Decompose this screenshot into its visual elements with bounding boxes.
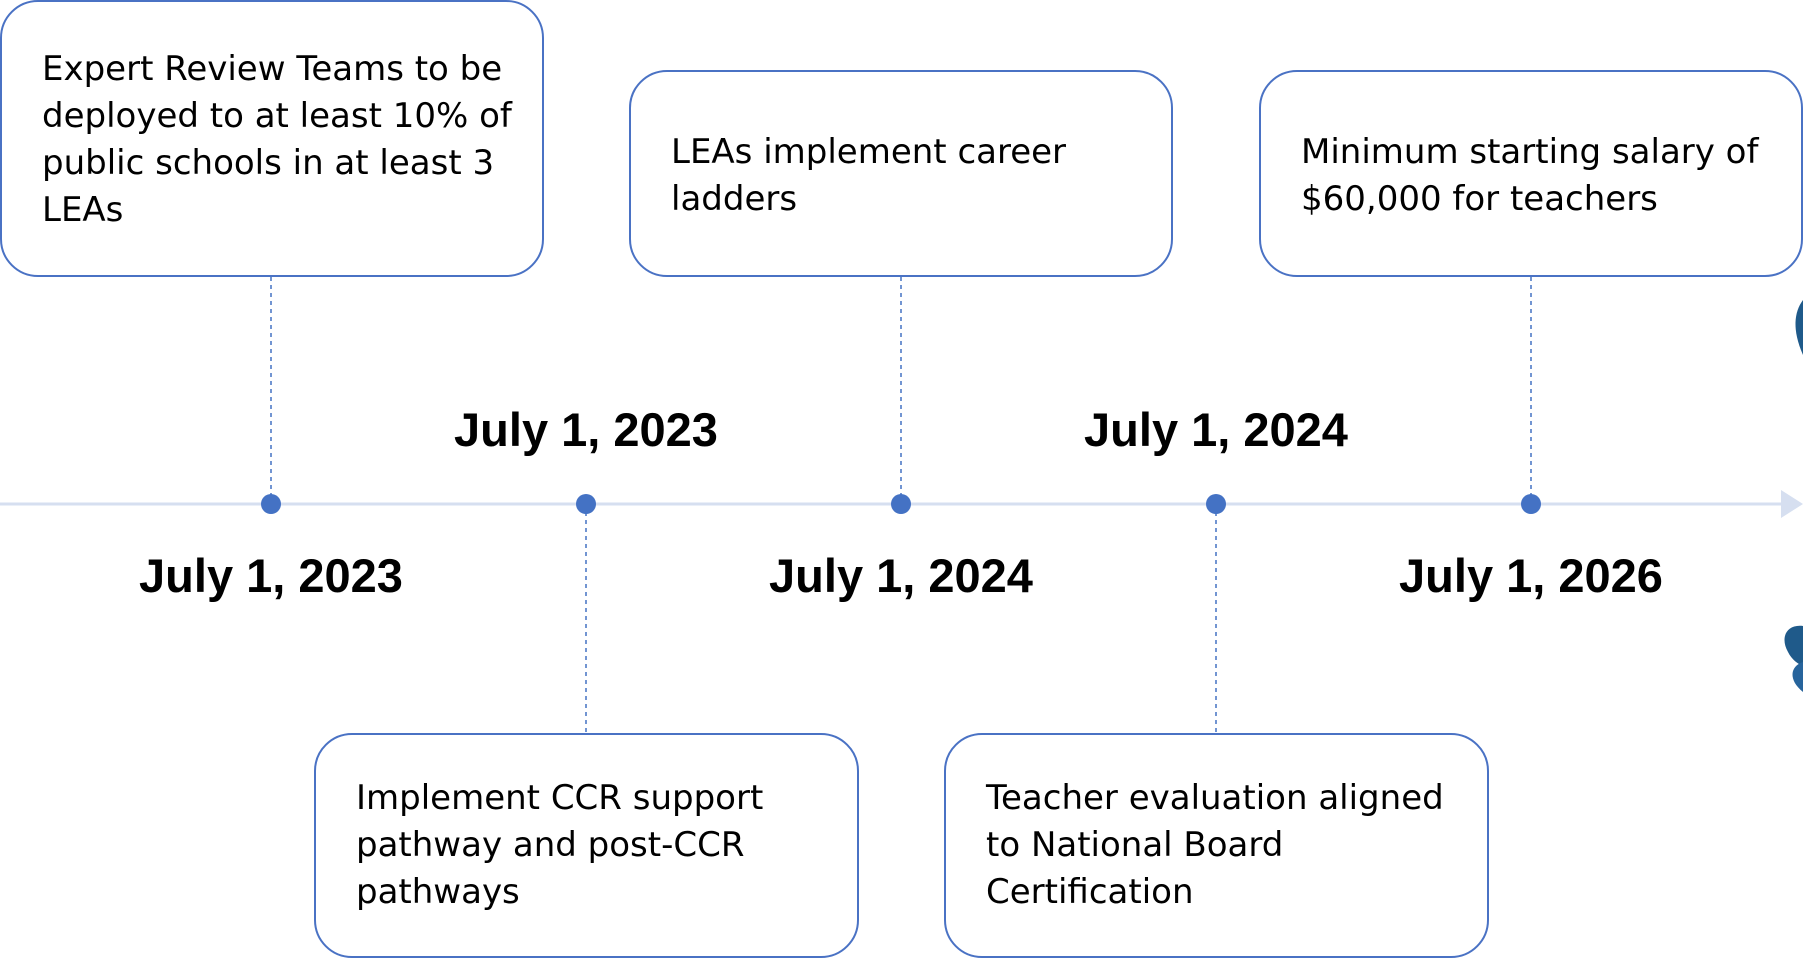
leaf-decoration-top	[1795, 300, 1803, 355]
milestone-marker-4	[1206, 494, 1226, 514]
milestone-marker-5	[1521, 494, 1541, 514]
milestone-date-2: July 1, 2023	[454, 403, 718, 456]
milestone-card-3: LEAs implement career ladders	[629, 70, 1173, 277]
milestone-date-4: July 1, 2024	[1084, 403, 1348, 456]
milestone-date-5: July 1, 2026	[1399, 549, 1663, 602]
leaf-decoration-bottom	[1784, 625, 1803, 692]
milestone-card-2: Implement CCR support pathway and post-C…	[314, 733, 859, 958]
milestone-card-1: Expert Review Teams to be deployed to at…	[0, 0, 544, 277]
milestone-card-4: Teacher evaluation aligned to National B…	[944, 733, 1489, 958]
milestone-marker-2	[576, 494, 596, 514]
timeline-arrowhead	[1781, 490, 1803, 518]
milestone-date-3: July 1, 2024	[769, 549, 1033, 602]
milestone-card-5: Minimum starting salary of $60,000 for t…	[1259, 70, 1803, 277]
milestone-date-1: July 1, 2023	[139, 549, 403, 602]
milestone-marker-1	[261, 494, 281, 514]
milestone-marker-3	[891, 494, 911, 514]
